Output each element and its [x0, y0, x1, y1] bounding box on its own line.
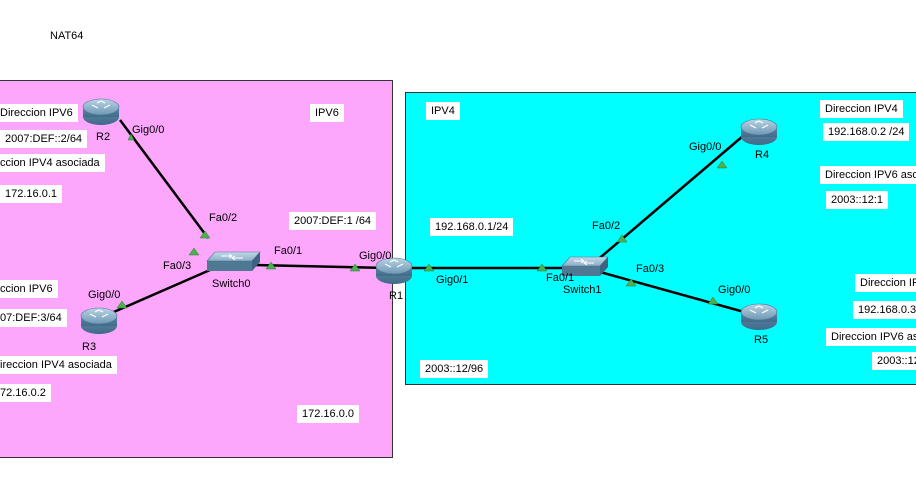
note-r5-ipv6-title: Direccion IPV6 as — [826, 328, 916, 346]
r1-name[interactable]: R1 — [389, 290, 404, 302]
port-label-r5-gig00: Gig0/0 — [718, 284, 751, 296]
router-icon — [740, 303, 778, 330]
note-r3-ipv6: 07:DEF:3/64 — [0, 309, 67, 327]
port-light-sw1-fa01 — [536, 263, 548, 272]
switch1-name[interactable]: Switch1 — [563, 284, 602, 296]
port-label-r1-gig01: Gig0/1 — [436, 274, 469, 286]
ipv6-prefix-label: 2007:DEF:1 /64 — [289, 212, 377, 230]
switch-icon — [561, 256, 609, 276]
ipv6-network-label: 172.16.0.0 — [297, 405, 359, 423]
note-r5-ipv4-title: Direccion IP — [855, 274, 916, 292]
r3-name[interactable]: R3 — [82, 341, 97, 353]
port-label-r3-gig00: Gig0/0 — [88, 289, 121, 301]
port-light-sw1-fa03 — [625, 278, 637, 287]
note-r5-ipv4: 192.168.0.3 — [853, 301, 916, 319]
note-r3-ipv4-title: ireccion IPV4 asociada — [0, 356, 117, 374]
port-label-r1-gig00: Gig0/0 — [359, 250, 392, 262]
port-light-sw0-fa01 — [265, 261, 277, 270]
port-label-sw0-fa02: Fa0/2 — [209, 212, 238, 224]
r4-name[interactable]: R4 — [755, 149, 770, 161]
port-light-sw0-fa03 — [188, 247, 200, 256]
switch-icon — [206, 251, 261, 271]
switch0-name[interactable]: Switch0 — [212, 278, 251, 290]
r5-name[interactable]: R5 — [754, 334, 769, 346]
link-switch0-r1 — [254, 263, 391, 270]
note-r2-ipv4-title: ccion IPV4 asociada — [0, 154, 105, 172]
link-switch1-r5 — [599, 270, 756, 317]
port-light-r1-gig00 — [349, 263, 361, 272]
port-label-r4-gig00: Gig0/0 — [689, 141, 722, 153]
note-r3-ipv6-title: ccion IPV6 — [0, 280, 58, 298]
note-r2-ipv6-title: Direccion IPV6 — [0, 104, 78, 122]
port-label-sw0-fa03: Fa0/3 — [163, 260, 192, 272]
router-icon — [80, 307, 118, 334]
port-label-sw0-fa01: Fa0/1 — [274, 245, 303, 257]
note-r5-ipv6: 2003::12 — [872, 352, 916, 370]
port-light-r4 — [716, 160, 728, 169]
link-r2-switch0 — [118, 119, 210, 239]
port-light-r5 — [707, 296, 719, 305]
port-label-sw1-fa01: Fa0/1 — [546, 272, 575, 284]
note-r4-ipv6: 2003::12:1 — [826, 191, 888, 209]
r2-name[interactable]: R2 — [96, 131, 111, 143]
note-r4-ipv4: 192.168.0.2 /24 — [823, 123, 910, 141]
router-icon — [82, 98, 120, 125]
note-r2-ipv6: 2007:DEF::2/64 — [0, 130, 88, 148]
note-r4-ipv4-title: Direccion IPV4 — [820, 100, 903, 118]
port-light-r1-gig01 — [423, 263, 435, 272]
port-light-sw1-fa02 — [616, 234, 628, 243]
link-r3-switch0 — [99, 268, 211, 320]
note-r4-ipv6-title: Direccion IPV6 aso — [820, 166, 916, 184]
port-label-sw1-fa03: Fa0/3 — [636, 263, 665, 275]
port-label-sw1-fa02: Fa0/2 — [592, 220, 621, 232]
port-light-sw0-fa02 — [199, 230, 211, 239]
router-icon — [740, 118, 778, 145]
router-icon — [375, 257, 413, 284]
ipv4-network-label: 192.168.0.1/24 — [430, 218, 514, 236]
note-r2-ipv4: 172.16.0.1 — [0, 185, 62, 203]
ipv4-zone-label: IPV4 — [426, 102, 460, 120]
ipv4-prefix-label: 2003::12/96 — [420, 360, 489, 378]
port-light-r2 — [127, 133, 135, 141]
ipv6-zone-label: IPV6 — [310, 104, 344, 122]
diagram-title: NAT64 — [50, 30, 84, 42]
port-light-r3 — [116, 300, 128, 309]
note-r3-ipv4: 72.16.0.2 — [0, 384, 51, 402]
port-label-r2-gig00: Gig0/0 — [132, 124, 165, 136]
